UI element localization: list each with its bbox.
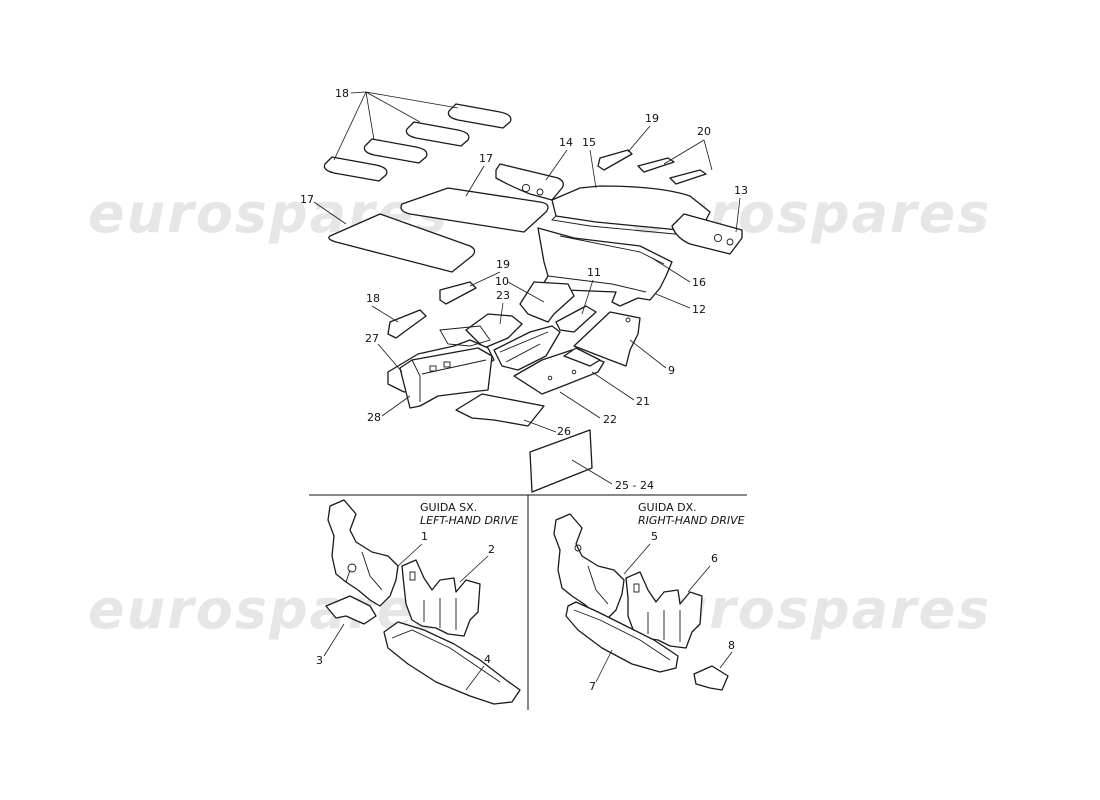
callout-1: 1 [421, 530, 428, 543]
part-13-side-panel [671, 213, 743, 255]
part-10-pad [519, 281, 575, 323]
callouts-top: 18 19 20 14 15 17 17 13 16 12 19 10 11 2… [300, 87, 748, 492]
caption-left-line1: GUIDA SX. [420, 501, 477, 514]
callout-12: 12 [692, 303, 706, 316]
part-19-18-small-pads [387, 281, 477, 339]
lhd-part-2 [401, 559, 481, 637]
lhd-part-1 [327, 499, 399, 607]
callout-18-mid: 18 [366, 292, 380, 305]
callout-19-mid: 19 [496, 258, 510, 271]
rhd-part-5 [553, 513, 625, 621]
callout-19-top: 19 [645, 112, 659, 125]
callout-17-top: 17 [479, 152, 493, 165]
callout-6: 6 [711, 552, 718, 565]
part-19-20-small-pads [597, 149, 707, 185]
caption-right-line2: RIGHT-HAND DRIVE [638, 514, 745, 527]
part-26-floor-mat [455, 393, 545, 427]
part-17-roof-panels [328, 187, 549, 273]
callout-9: 9 [668, 364, 675, 377]
callout-26: 26 [557, 425, 571, 438]
callout-2: 2 [488, 543, 495, 556]
part-9-rear-floor [573, 311, 641, 367]
callout-10: 10 [495, 275, 509, 288]
callout-14: 14 [559, 136, 573, 149]
callout-11: 11 [587, 266, 601, 279]
callout-15: 15 [582, 136, 596, 149]
callout-3: 3 [316, 654, 323, 667]
caption-right-line1: GUIDA DX. [638, 501, 697, 514]
callout-13: 13 [734, 184, 748, 197]
callout-22: 22 [603, 413, 617, 426]
rhd-part-8 [693, 665, 729, 691]
part-18-roof-pads [323, 103, 512, 182]
part-11-tunnel-pad [555, 305, 597, 333]
part-15-parcel-shelf [551, 185, 711, 237]
callout-21: 21 [636, 395, 650, 408]
callout-23: 23 [496, 289, 510, 302]
lhd-part-4 [383, 621, 521, 705]
lhd-part-3 [325, 595, 377, 625]
callouts-rhd: 5 6 7 8 [589, 530, 735, 693]
part-16-12-bulkhead [537, 227, 673, 307]
callouts-lhd: 1 2 3 4 [316, 530, 495, 691]
caption-left-hand-drive: GUIDA SX. LEFT-HAND DRIVE [420, 501, 518, 527]
callout-16: 16 [692, 276, 706, 289]
callout-18-top: 18 [335, 87, 349, 100]
callout-4: 4 [484, 653, 491, 666]
callout-8: 8 [728, 639, 735, 652]
part-28-footwell [399, 347, 493, 409]
caption-right-hand-drive: GUIDA DX. RIGHT-HAND DRIVE [638, 501, 745, 527]
callout-28: 28 [367, 411, 381, 424]
callout-5: 5 [651, 530, 658, 543]
rhd-part-7 [565, 601, 679, 673]
section-separators [309, 494, 747, 710]
callout-7: 7 [589, 680, 596, 693]
caption-left-line2: LEFT-HAND DRIVE [420, 514, 518, 527]
part-tunnel-console [493, 325, 561, 371]
part-14-side-panel [495, 163, 564, 201]
callout-25-24: 25 - 24 [615, 479, 654, 492]
callout-17-left: 17 [300, 193, 314, 206]
part-25-24-panel [529, 429, 593, 493]
part-22-floor-pad [563, 347, 601, 367]
callout-20: 20 [697, 125, 711, 138]
callout-27: 27 [365, 332, 379, 345]
